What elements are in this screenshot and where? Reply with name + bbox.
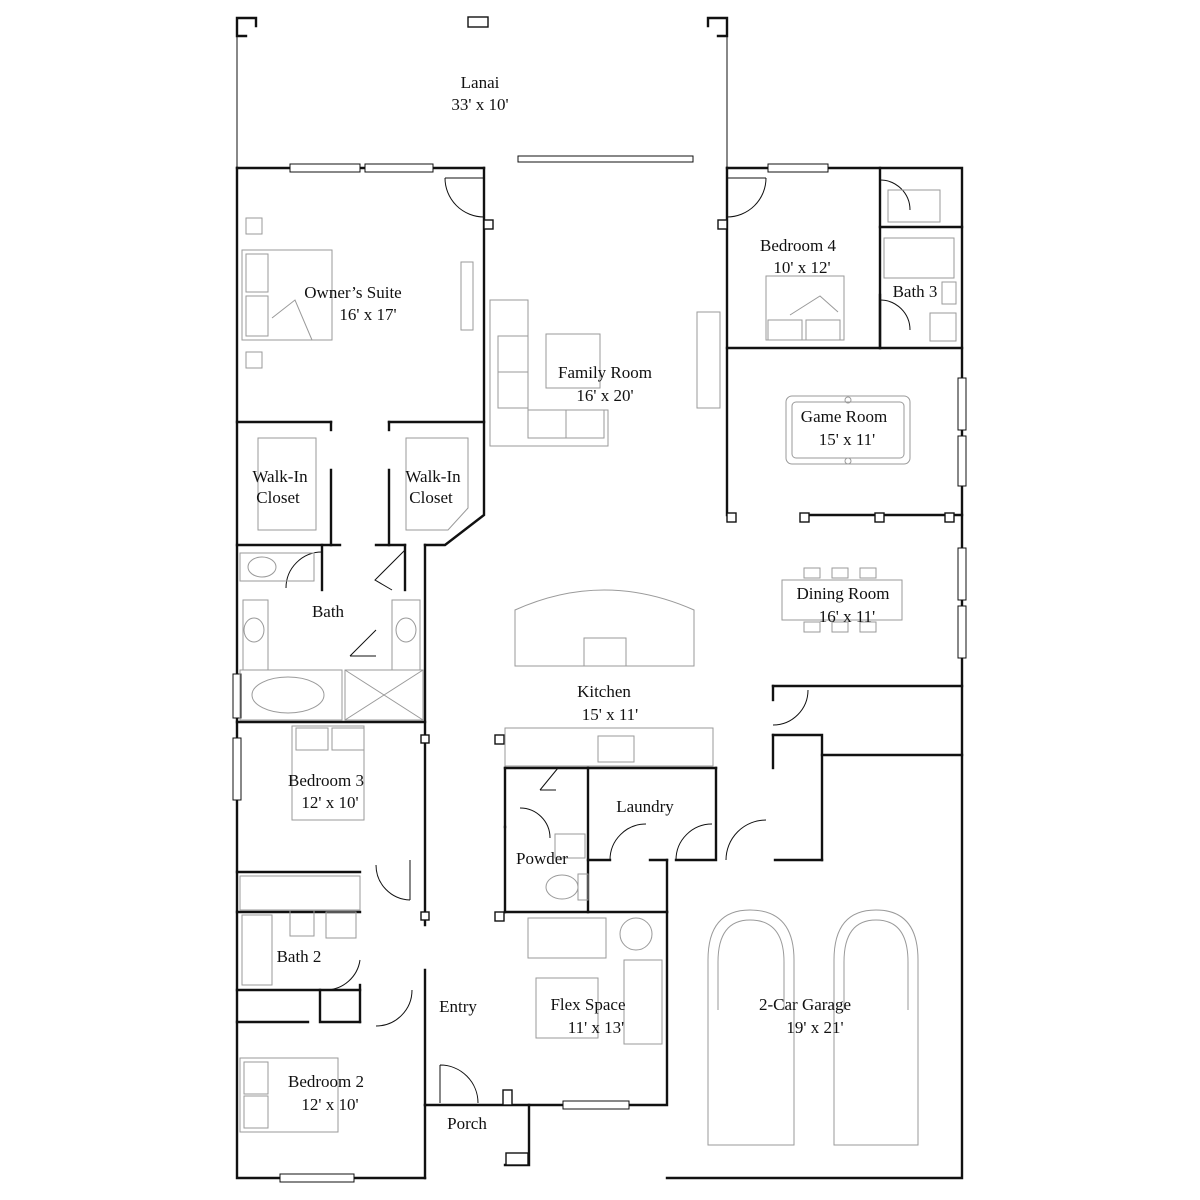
bedroom-2-label: Bedroom 2: [288, 1072, 364, 1091]
dining-room-label: Dining Room: [796, 584, 889, 603]
garage-dims: 19' x 21': [786, 1018, 843, 1037]
owners-suite-label: Owner’s Suite: [304, 283, 401, 302]
owner-bed-icon: [241, 249, 333, 341]
lanai-structure: [235, 16, 729, 168]
bedroom-4-label: Bedroom 4: [760, 236, 837, 255]
flex-space-dims: 11' x 13': [568, 1018, 625, 1037]
interior-walls: [235, 166, 964, 1107]
walk-in-closet-left-line2: Closet: [256, 488, 300, 507]
porch-label: Porch: [447, 1114, 487, 1133]
bath-2-label: Bath 2: [277, 947, 322, 966]
walk-in-closet-right-line2: Closet: [409, 488, 453, 507]
bedroom-2-dims: 12' x 10': [301, 1095, 358, 1114]
bedroom-3-dims: 12' x 10': [301, 793, 358, 812]
family-room-dims: 16' x 20': [576, 386, 633, 405]
powder-label: Powder: [516, 849, 568, 868]
flex-space-label: Flex Space: [550, 995, 625, 1014]
family-room-label: Family Room: [558, 363, 652, 382]
owners-suite-dims: 16' x 17': [339, 305, 396, 324]
bedroom-4-dims: 10' x 12': [773, 258, 830, 277]
sectional-sofa-icon: [489, 299, 609, 447]
bedroom4-bed-icon: [765, 275, 845, 341]
walk-in-closet-right-line1: Walk-In: [405, 467, 461, 486]
bedroom2-bed-icon: [239, 1057, 339, 1133]
kitchen-label: Kitchen: [577, 682, 631, 701]
pool-table-icon: [785, 395, 911, 465]
dining-room-dims: 16' x 11': [819, 607, 876, 626]
car-icon-right: [833, 909, 919, 1146]
entry-label: Entry: [439, 997, 477, 1016]
bath-label: Bath: [312, 602, 345, 621]
bath-3-label: Bath 3: [893, 282, 938, 301]
furniture: [239, 189, 957, 1146]
wall-posts: [420, 219, 955, 1166]
windows: [232, 155, 967, 1183]
room-labels: Lanai 33' x 10' Owner’s Suite 16' x 17' …: [252, 73, 937, 1133]
walk-in-closet-left-line1: Walk-In: [252, 467, 308, 486]
lanai-dims: 33' x 10': [451, 95, 508, 114]
game-room-label: Game Room: [801, 407, 887, 426]
doors: [285, 177, 911, 1104]
bedroom-3-label: Bedroom 3: [288, 771, 364, 790]
car-icon-left: [707, 909, 795, 1146]
bedroom3-bed-icon: [291, 725, 365, 821]
laundry-label: Laundry: [616, 797, 674, 816]
game-room-dims: 15' x 11': [819, 430, 876, 449]
garage-label: 2-Car Garage: [759, 995, 851, 1014]
lanai-label: Lanai: [461, 73, 500, 92]
kitchen-dims: 15' x 11': [582, 705, 639, 724]
dining-table-icon: [781, 567, 903, 633]
